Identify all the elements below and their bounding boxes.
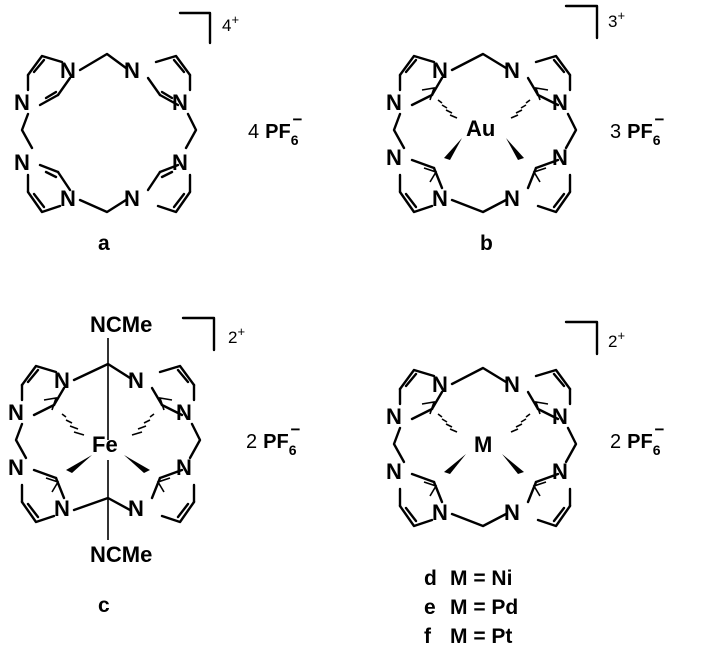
wedge-bond [66, 455, 92, 473]
atom-n: N [14, 150, 30, 175]
atom-n: N [176, 455, 192, 480]
imidazolium-top-left [26, 54, 72, 107]
atom-n: N [504, 500, 520, 525]
compound-label-c: c [98, 594, 110, 617]
molecule-c: NCMe N N N N Fe [8, 312, 202, 567]
variant-label-f: f [424, 625, 432, 648]
atom-n: N [432, 500, 448, 525]
atom-n: N [14, 90, 30, 115]
atom-n: N [124, 58, 140, 83]
charge-def: 2+ [608, 328, 625, 351]
atom-n: N [60, 58, 76, 83]
wedge-bond [124, 455, 150, 473]
molecule-def: N N N N M N N [386, 366, 578, 528]
molecule-a: N N N N N N [14, 52, 198, 214]
atom-n: N [386, 459, 402, 484]
atom-n: N [432, 372, 448, 397]
axial-ligand-bottom: NCMe [90, 542, 152, 567]
atom-n: N [54, 496, 70, 521]
atom-n: N [60, 186, 76, 211]
axial-ligand-top: NCMe [90, 312, 152, 337]
atom-n: N [172, 90, 188, 115]
molecule-b: N N N N Au N [386, 52, 578, 214]
variant-text-e: M = Pd [450, 596, 518, 619]
variant-text-d: M = Ni [450, 567, 512, 590]
imidazolium-bottom-right [146, 163, 192, 214]
hashed-bonds-top [437, 99, 531, 119]
atom-n: N [386, 404, 402, 429]
charge-c: 2+ [228, 324, 245, 347]
charge-bracket-def [564, 320, 599, 356]
atom-n: N [504, 186, 520, 211]
atom-n: N [8, 400, 24, 425]
hashed-bonds-top [437, 413, 531, 433]
atom-n: N [552, 90, 568, 115]
variant-label-e: e [424, 596, 436, 619]
wedge-bond [502, 454, 524, 474]
atom-n: N [386, 145, 402, 170]
charge-a: 4+ [222, 12, 239, 35]
charge-bracket-b [564, 4, 599, 40]
atom-n: N [552, 459, 568, 484]
variant-text-f: M = Pt [450, 625, 512, 648]
charge-b: 3+ [608, 8, 625, 31]
variant-label-d: d [424, 567, 437, 590]
atom-n: N [504, 58, 520, 83]
metal-center-m: M [474, 432, 492, 457]
atom-n: N [54, 368, 70, 393]
compound-label-b: b [480, 232, 493, 255]
imidazolium-bottom-left [26, 163, 72, 214]
atom-n: N [552, 404, 568, 429]
atom-n: N [432, 186, 448, 211]
atom-n: N [172, 150, 188, 175]
atom-n: N [386, 90, 402, 115]
atom-n: N [124, 186, 140, 211]
atom-n: N [128, 368, 144, 393]
atom-n: N [176, 400, 192, 425]
charge-bracket-c [181, 316, 216, 352]
atom-n: N [552, 145, 568, 170]
imidazolium-top-right [146, 54, 192, 107]
atom-n: N [432, 58, 448, 83]
compound-label-a: a [98, 232, 110, 255]
metal-variant-list: d M = Ni e M = Pd f M = Pt [424, 567, 518, 648]
hashed-bonds-top [61, 413, 155, 436]
charge-bracket-a [178, 11, 212, 45]
metal-center-c: Fe [92, 432, 118, 457]
atom-n: N [128, 496, 144, 521]
atom-n: N [504, 372, 520, 397]
metal-center-b: Au [466, 116, 495, 141]
wedge-bond [444, 138, 462, 160]
atom-n: N [8, 455, 24, 480]
wedge-bond [444, 454, 466, 474]
wedge-bond [506, 138, 524, 160]
